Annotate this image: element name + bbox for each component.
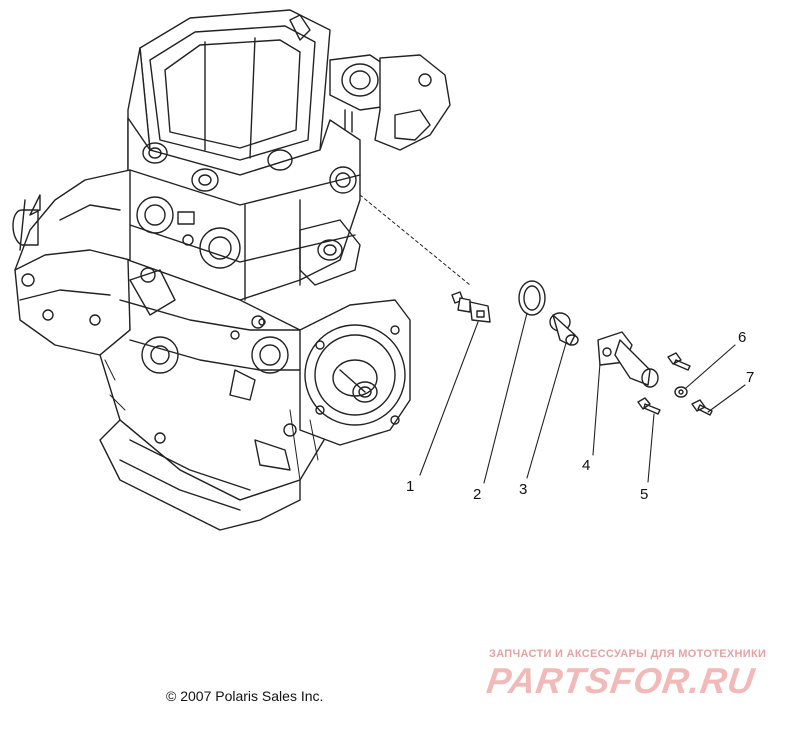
copyright-text: © 2007 Polaris Sales Inc. [166,688,324,704]
watermark-logo: PARTSFOR.RU [484,660,758,701]
callout-1: 1 [406,478,415,495]
leader-1 [419,321,479,476]
callout-2: 2 [473,486,482,503]
leader-7 [707,384,746,413]
leader-dashed [359,194,471,286]
part-2-o-ring [518,280,546,316]
callout-5: 5 [640,486,649,503]
callout-leaders [419,312,746,484]
callout-6: 6 [738,329,747,346]
engine-assembly [12,9,451,531]
callout-7: 7 [746,369,755,386]
part-1-temp-sensor [451,291,491,323]
callout-3: 3 [519,481,528,498]
leader-6 [685,344,736,389]
watermark-tagline: ЗАПЧАСТИ И АКСЕССУАРЫ ДЛЯ МОТОТЕХНИКИ [489,648,767,660]
leader-4 [592,362,601,456]
part-3-thermostat [549,312,579,346]
part-7-bolt [691,399,713,416]
part-6-bolt [667,352,691,398]
part-4-thermostat-housing [597,331,659,388]
leader-5 [647,413,655,483]
callout-4: 4 [582,457,591,474]
part-5-bolt [637,397,661,415]
leader-2 [483,312,528,484]
leader-3 [526,342,567,479]
